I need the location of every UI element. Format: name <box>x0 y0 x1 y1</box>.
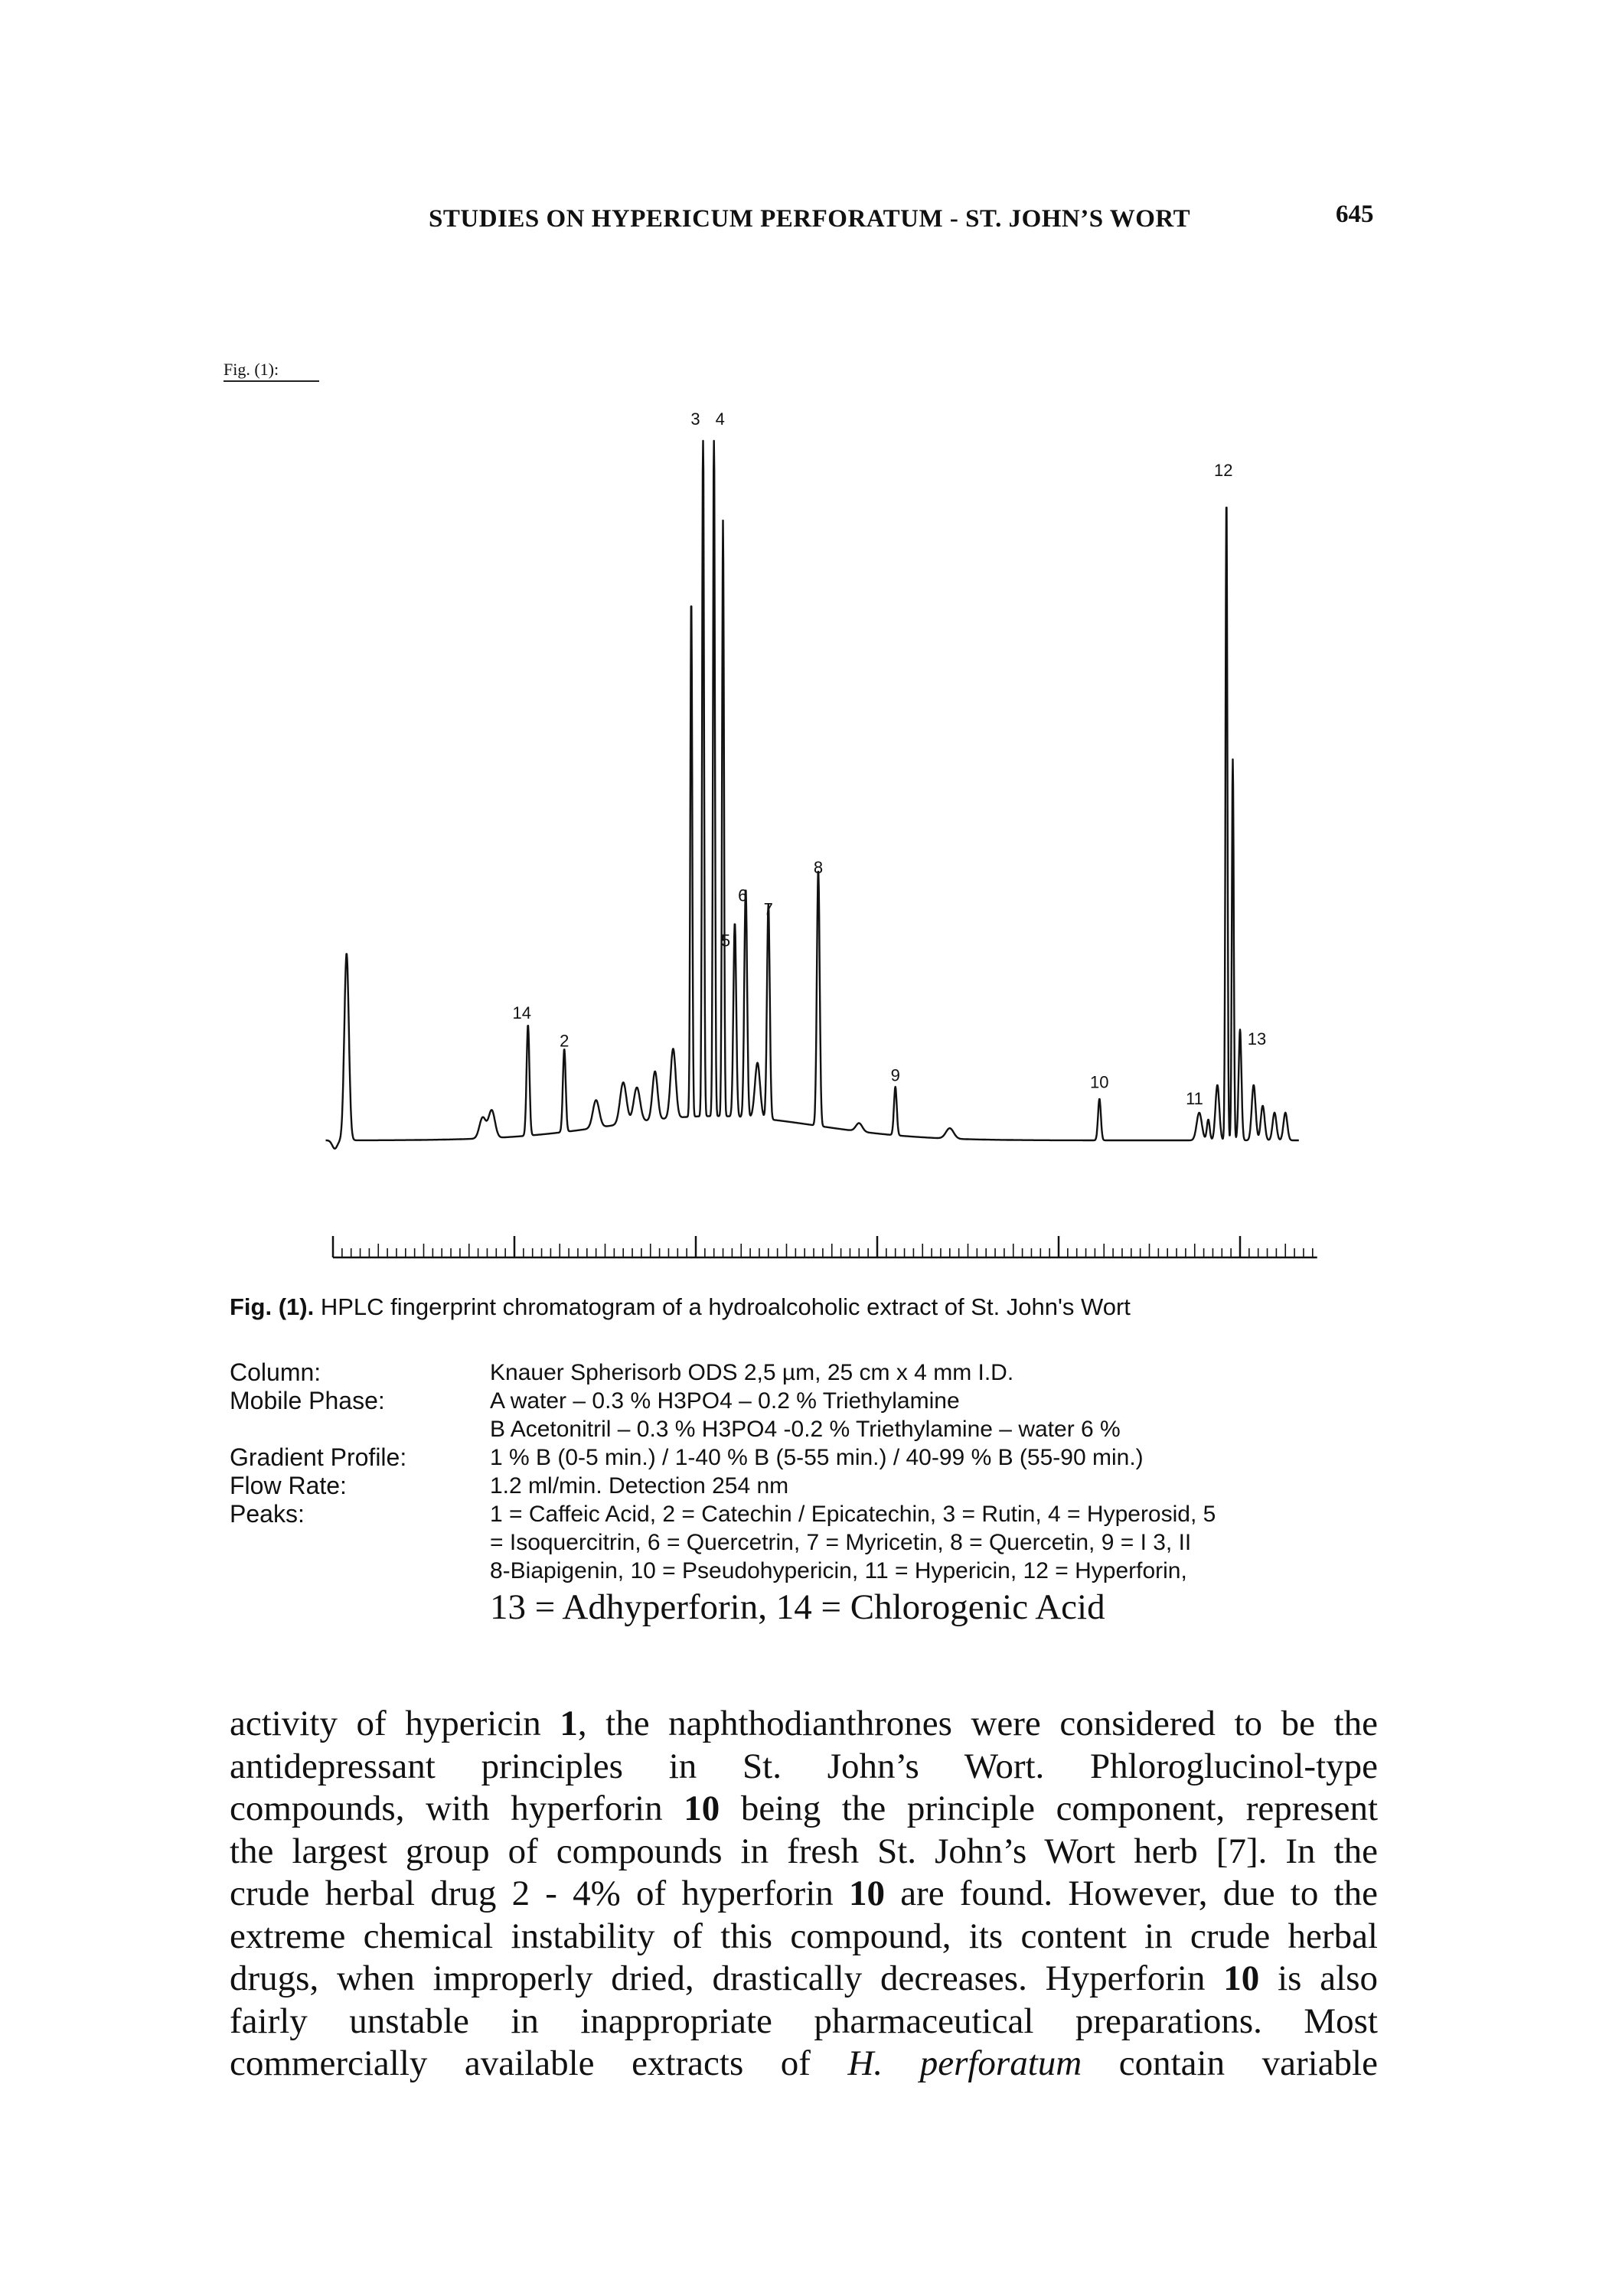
peak-label: 3 <box>690 409 700 429</box>
body-line: the largest group of compounds in fresh … <box>230 1831 1378 1874</box>
condition-line: = Isoquercitrin, 6 = Quercetrin, 7 = Myr… <box>490 1530 1192 1555</box>
peak-label: 6 <box>738 885 747 905</box>
condition-values: 1.2 ml/min. Detection 254 nm <box>490 1472 1216 1500</box>
peak-label: 12 <box>1214 461 1232 480</box>
body-text-run: antidepressant principles in St. John’s … <box>230 1746 1378 1786</box>
figure-label: Fig. (1): <box>224 360 319 382</box>
condition-values: 1 = Caffeic Acid, 2 = Catechin / Epicate… <box>490 1500 1216 1629</box>
body-line: commercially available extracts of H. pe… <box>230 2043 1378 2086</box>
peak-label: 10 <box>1090 1073 1108 1092</box>
chromatogram-trace <box>325 439 1300 1150</box>
condition-label: Gradient Profile: <box>230 1443 407 1471</box>
condition-line-large: 13 = Adhyperforin, 14 = Chlorogenic Acid <box>490 1587 1105 1627</box>
condition-line: 1 = Caffeic Acid, 2 = Catechin / Epicate… <box>490 1502 1216 1527</box>
chromatogram-trace-group <box>325 439 1300 1150</box>
condition-row: Peaks: 1 = Caffeic Acid, 2 = Catechin / E… <box>230 1500 1216 1629</box>
condition-line: B Acetonitril – 0.3 % H3PO4 -0.2 % Triet… <box>490 1417 1121 1442</box>
peak-label: 9 <box>891 1066 900 1085</box>
condition-line: 8-Biapigenin, 10 = Pseudohypericin, 11 =… <box>490 1558 1187 1583</box>
body-text-run: fairly unstable in inappropriate pharmac… <box>230 2001 1378 2041</box>
hplc-conditions: Column: Knauer Spherisorb ODS 2,5 µm, 25 … <box>230 1358 1216 1629</box>
body-line: crude herbal drug 2 - 4% of hyperforin 1… <box>230 1873 1378 1916</box>
caption-prefix: Fig. (1). <box>230 1293 315 1320</box>
body-text-run: the largest group of compounds in fresh … <box>230 1831 1378 1871</box>
compound-number: 1 <box>560 1704 578 1743</box>
body-text-run: being the principle component, represent <box>720 1789 1378 1828</box>
body-paragraph: activity of hypericin 1, the naphthodian… <box>230 1703 1378 2086</box>
body-line: drugs, when improperly dried, drasticall… <box>230 1958 1378 2001</box>
condition-line: Knauer Spherisorb ODS 2,5 µm, 25 cm x 4 … <box>490 1360 1014 1385</box>
condition-line: 1 % B (0-5 min.) / 1-40 % B (5-55 min.) … <box>490 1445 1144 1470</box>
body-text-run: are found. However, due to the <box>884 1874 1378 1913</box>
condition-label: Flow Rate: <box>230 1472 347 1499</box>
condition-label: Column: <box>230 1358 321 1386</box>
page-number: 645 <box>1336 201 1374 228</box>
peak-label: 14 <box>513 1003 531 1022</box>
time-axis: 020406080100[min. ] <box>331 1236 1317 1259</box>
peak-label: 5 <box>721 931 730 951</box>
caption-text: HPLC fingerprint chromatogram of a hydro… <box>314 1293 1131 1320</box>
body-text-run: commercially available extracts of <box>230 2043 848 2083</box>
compound-number: 10 <box>848 1874 885 1913</box>
figure-caption: Fig. (1). HPLC fingerprint chromatogram … <box>230 1293 1131 1321</box>
body-line: fairly unstable in inappropriate pharmac… <box>230 2001 1378 2043</box>
body-text-run: , the naphthodianthrones were considered… <box>577 1704 1378 1743</box>
body-line: activity of hypericin 1, the naphthodian… <box>230 1703 1378 1746</box>
condition-row: Column: Knauer Spherisorb ODS 2,5 µm, 25 … <box>230 1358 1216 1387</box>
body-text-run: is also <box>1259 1958 1379 1998</box>
condition-line: 1.2 ml/min. Detection 254 nm <box>490 1473 789 1499</box>
condition-row: Flow Rate: 1.2 ml/min. Detection 254 nm <box>230 1472 1216 1500</box>
body-text-run: activity of hypericin <box>230 1704 560 1743</box>
running-header: STUDIES ON HYPERICUM PERFORATUM - ST. JO… <box>0 201 1609 243</box>
hplc-chromatogram: 020406080100[min. ] 14 2 5 6 34 7 8 9 10 11 12 13 <box>325 409 1317 1259</box>
body-text-run: compounds, with hyperforin <box>230 1789 684 1828</box>
condition-row: Gradient Profile: 1 % B (0-5 min.) / 1-40… <box>230 1443 1216 1472</box>
peak-label: 11 <box>1186 1089 1203 1108</box>
condition-values: Knauer Spherisorb ODS 2,5 µm, 25 cm x 4 … <box>490 1358 1216 1387</box>
body-line: compounds, with hyperforin 10 being the … <box>230 1788 1378 1831</box>
condition-label: Mobile Phase: <box>230 1387 385 1414</box>
peak-label: 8 <box>814 858 823 877</box>
peak-label: 13 <box>1248 1029 1266 1049</box>
body-text-run: extreme chemical instability of this com… <box>230 1916 1378 1956</box>
compound-number: 10 <box>684 1789 720 1828</box>
peak-label: 4 <box>716 409 725 429</box>
condition-label: Peaks: <box>230 1500 305 1528</box>
body-text-run: drugs, when improperly dried, drasticall… <box>230 1958 1224 1998</box>
peak-label: 7 <box>764 900 773 919</box>
body-text-run: crude herbal drug 2 - 4% of hyperforin <box>230 1874 849 1913</box>
running-header-title: STUDIES ON HYPERICUM PERFORATUM - ST. JO… <box>429 205 1191 233</box>
body-line: antidepressant principles in St. John’s … <box>230 1746 1378 1789</box>
peak-label: 2 <box>560 1031 569 1050</box>
condition-values: A water – 0.3 % H3PO4 – 0.2 % Triethylam… <box>490 1387 1216 1443</box>
compound-number: 10 <box>1223 1958 1260 1998</box>
condition-values: 1 % B (0-5 min.) / 1-40 % B (5-55 min.) … <box>490 1443 1216 1472</box>
body-line: extreme chemical instability of this com… <box>230 1916 1378 1958</box>
condition-row: Mobile Phase: A water – 0.3 % H3PO4 – 0.2… <box>230 1387 1216 1443</box>
condition-line: A water – 0.3 % H3PO4 – 0.2 % Triethylam… <box>490 1388 960 1414</box>
body-text-run: contain variable <box>1082 2043 1378 2083</box>
species-name: H. perforatum <box>847 2043 1082 2083</box>
